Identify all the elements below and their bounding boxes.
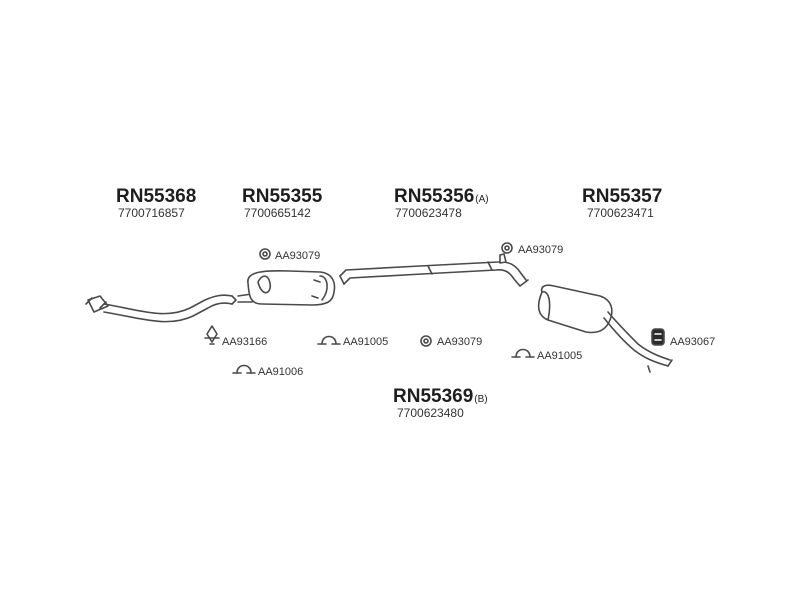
oem-number-rn55356: 7700623478 xyxy=(395,206,462,220)
oem-number-rn55357: 7700623471 xyxy=(587,206,654,220)
front-pipe-drawing xyxy=(85,294,237,323)
accessory-label-aa91005-1: AA91005 xyxy=(343,336,389,348)
oem-number-rn55369: 7700623480 xyxy=(397,406,464,420)
part-code-rn55369: RN55369(B) xyxy=(393,386,488,407)
accessory-label-aa93079-1: AA93079 xyxy=(275,250,321,262)
part-code-rn55355: RN55355 xyxy=(242,186,323,207)
bracket-clamp-icon xyxy=(204,325,220,345)
accessory-label-aa93079-2: AA93079 xyxy=(518,244,564,256)
part-code-rn55357: RN55357 xyxy=(582,186,663,207)
part-code-rn55356: RN55356(A) xyxy=(394,186,489,207)
u-clamp-icon xyxy=(511,348,535,358)
accessory-label-aa93079-3: AA93079 xyxy=(437,336,483,348)
part-suffix-b: (B) xyxy=(474,394,488,405)
part-suffix-a: (A) xyxy=(475,194,489,205)
u-clamp-icon xyxy=(317,335,341,345)
accessory-label-aa91005-2: AA91005 xyxy=(537,350,583,362)
rubber-hanger-icon xyxy=(651,328,665,346)
u-clamp-icon xyxy=(232,364,256,374)
ring-gasket-icon xyxy=(420,335,432,347)
accessory-label-aa93166: AA93166 xyxy=(222,336,268,348)
ring-gasket-icon xyxy=(501,242,513,254)
part-code-rn55368: RN55368 xyxy=(116,186,197,207)
rear-silencer-drawing xyxy=(537,284,673,373)
accessory-label-aa93067: AA93067 xyxy=(670,336,716,348)
ring-gasket-icon xyxy=(259,248,271,260)
intermediate-pipe-drawing xyxy=(339,253,529,287)
accessory-label-aa91006: AA91006 xyxy=(258,366,304,378)
oem-number-rn55368: 7700716857 xyxy=(118,206,185,220)
oem-number-rn55355: 7700665142 xyxy=(244,206,311,220)
center-silencer-drawing xyxy=(237,269,336,306)
